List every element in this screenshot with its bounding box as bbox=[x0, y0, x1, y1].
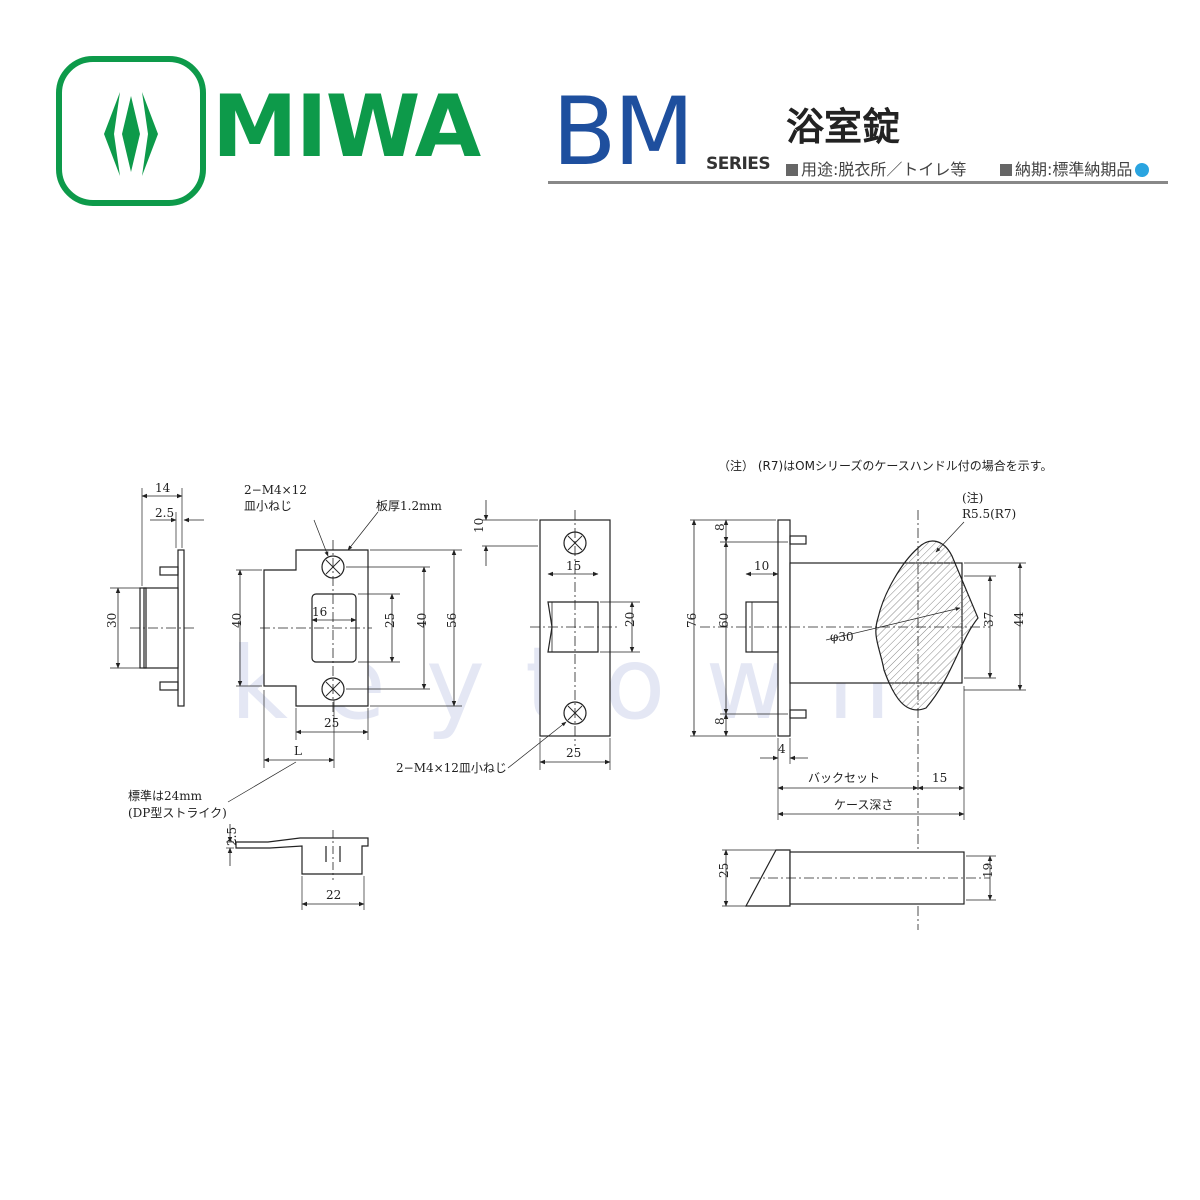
note-text: （注） (R7)はOMシリーズのケースハンドル付の場合を示す。 bbox=[718, 458, 1053, 473]
label-case-depth: ケース深さ bbox=[834, 798, 893, 812]
delivery-dot-icon bbox=[1135, 163, 1150, 177]
dim-40-left: 40 bbox=[230, 613, 244, 628]
dim-20: 20 bbox=[623, 612, 637, 627]
latch-side-view bbox=[110, 488, 204, 707]
square-bullet-icon bbox=[1000, 164, 1012, 176]
dim-30: 30 bbox=[105, 613, 119, 628]
label-screw-top: 2−M4×12 bbox=[244, 483, 307, 497]
label-screw-top-2: 皿小ねじ bbox=[244, 499, 292, 513]
usage-text: 用途:脱衣所／トイレ等 bbox=[801, 160, 967, 179]
square-bullet-icon bbox=[786, 164, 798, 176]
lock-body-side bbox=[690, 510, 1026, 930]
dim-2-5-bottom: 2.5 bbox=[225, 827, 239, 846]
dim-19: 19 bbox=[981, 863, 995, 878]
label-screw-bottom: 2−M4×12皿小ねじ bbox=[396, 761, 507, 775]
dim-8-top: 8 bbox=[713, 523, 727, 531]
dim-10-top: 10 bbox=[472, 518, 486, 533]
delivery-text: 納期:標準納期品 bbox=[1015, 160, 1133, 179]
label-standard: 標準は24mm bbox=[128, 788, 203, 803]
brand-name: MIWA bbox=[212, 77, 481, 177]
dim-25-plate: 25 bbox=[324, 716, 339, 730]
label-radius: R5.5(R7) bbox=[962, 507, 1016, 521]
label-strike-type: (DP型ストライク) bbox=[128, 806, 227, 820]
delivery-meta: 納期:標準納期品 bbox=[1000, 156, 1150, 180]
dim-22: 22 bbox=[326, 888, 341, 902]
dim-15-case: 15 bbox=[932, 771, 947, 785]
dim-25-slot: 25 bbox=[383, 613, 397, 628]
dim-76: 76 bbox=[685, 613, 699, 628]
dim-37: 37 bbox=[982, 612, 996, 627]
faceplate-front bbox=[482, 500, 640, 770]
dim-16: 16 bbox=[312, 605, 327, 619]
dim-40-right: 40 bbox=[415, 613, 429, 628]
dim-44: 44 bbox=[1012, 611, 1026, 627]
dim-2-5: 2.5 bbox=[155, 506, 174, 520]
label-backset: バックセット bbox=[808, 771, 880, 785]
dim-4: 4 bbox=[778, 742, 786, 756]
dim-25-top-view: 25 bbox=[717, 863, 731, 878]
strike-plate-front bbox=[227, 511, 462, 803]
usage-meta: 用途:脱衣所／トイレ等 bbox=[786, 156, 966, 180]
dim-L: L bbox=[294, 744, 302, 758]
label-plate-thickness: 板厚1.2mm bbox=[376, 499, 442, 513]
series-word: SERIES bbox=[706, 154, 771, 174]
lock-body-top bbox=[722, 849, 996, 907]
dim-56: 56 bbox=[445, 613, 459, 628]
label-diameter: φ30 bbox=[830, 630, 854, 644]
series-code: BM bbox=[552, 78, 695, 187]
dim-60: 60 bbox=[717, 613, 731, 628]
dim-15-latch: 15 bbox=[566, 559, 581, 573]
product-name: 浴室錠 bbox=[786, 105, 901, 149]
dim-8-bottom: 8 bbox=[713, 717, 727, 725]
dim-25-faceplate: 25 bbox=[566, 746, 581, 760]
brand-logo bbox=[56, 56, 206, 206]
strike-plate-bottom bbox=[226, 824, 369, 910]
dim-14: 14 bbox=[155, 481, 171, 495]
label-note-mark: (注) bbox=[962, 490, 983, 505]
dim-10-latch: 10 bbox=[754, 559, 769, 573]
header-rule bbox=[548, 181, 1168, 184]
miwa-logo-icon bbox=[56, 56, 206, 206]
